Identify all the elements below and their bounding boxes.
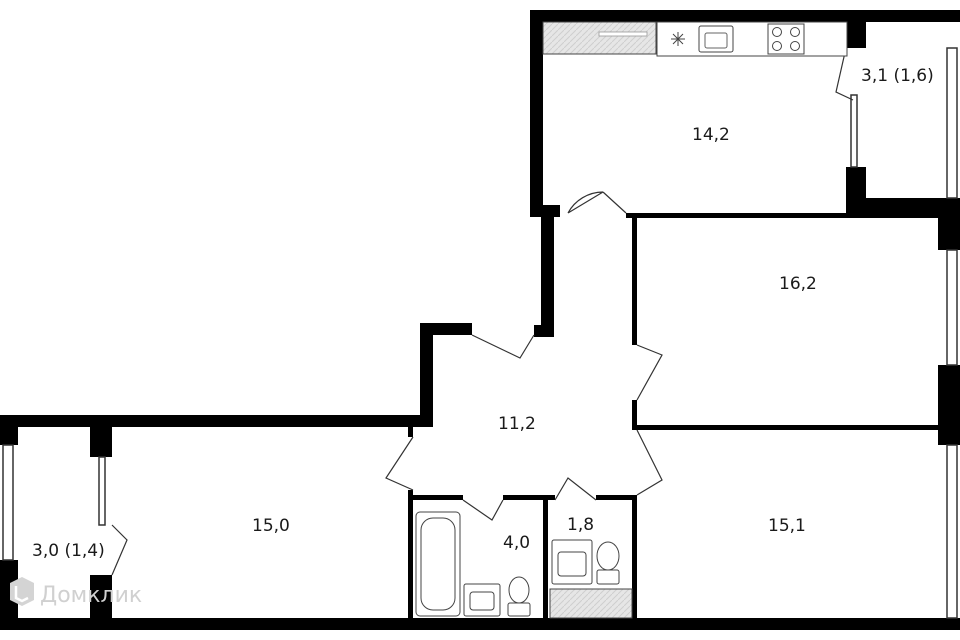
window-kitchen-balcony bbox=[850, 94, 858, 168]
door-hall-left bbox=[471, 334, 535, 359]
room-labels: 14,2 3,1 (1,6) 16,2 11,2 15,0 3,0 (1,4) … bbox=[32, 66, 934, 561]
window-balcony-left bbox=[2, 444, 14, 561]
area-bedroom-left: 15,0 bbox=[252, 516, 290, 536]
area-bedroom-right-top: 16,2 bbox=[779, 274, 817, 294]
area-hall: 11,2 bbox=[498, 414, 536, 434]
window-balcony-kitchen bbox=[946, 47, 958, 199]
toilet-fixtures bbox=[549, 539, 633, 619]
door-balcony-kitchen bbox=[835, 47, 854, 101]
door-toilet bbox=[554, 477, 597, 501]
interior-walls bbox=[408, 213, 938, 618]
watermark: Домклик bbox=[10, 577, 142, 608]
door-kitchen-leaf bbox=[602, 191, 627, 214]
window-bedroom-balcony bbox=[98, 456, 106, 526]
bathroom-fixtures bbox=[415, 511, 531, 617]
window-bedroom-top bbox=[946, 249, 958, 366]
area-balcony-left: 3,0 (1,4) bbox=[32, 541, 105, 561]
kitchen-counter-hatched bbox=[542, 21, 657, 55]
toilet-bathroom-icon bbox=[507, 576, 531, 617]
toilet-shelf-hatched bbox=[549, 588, 633, 619]
area-toilet: 1,8 bbox=[567, 515, 594, 535]
door-bedroom-left bbox=[385, 436, 414, 491]
domclick-logo-icon bbox=[10, 577, 34, 606]
area-kitchen: 14,2 bbox=[692, 125, 730, 145]
kitchen-counter bbox=[656, 21, 848, 57]
area-bathroom: 4,0 bbox=[503, 533, 530, 553]
watermark-text: Домклик bbox=[40, 583, 142, 608]
area-bedroom-right-bottom: 15,1 bbox=[768, 516, 806, 536]
doors bbox=[111, 47, 854, 576]
door-bedroom-bottom bbox=[636, 429, 663, 496]
door-kitchen bbox=[567, 191, 604, 214]
exterior-walls bbox=[0, 10, 960, 630]
door-balcony-left bbox=[111, 524, 128, 576]
windows bbox=[2, 47, 958, 619]
window-bedroom-bottom bbox=[946, 444, 958, 619]
area-balcony-kitchen: 3,1 (1,6) bbox=[861, 66, 934, 86]
fridge-icon bbox=[671, 32, 685, 46]
toilet-icon bbox=[596, 541, 620, 585]
door-bathroom bbox=[462, 499, 504, 521]
kitchen-fixtures bbox=[542, 21, 848, 57]
stove-icon bbox=[767, 23, 805, 55]
door-bedroom-top bbox=[636, 344, 663, 401]
